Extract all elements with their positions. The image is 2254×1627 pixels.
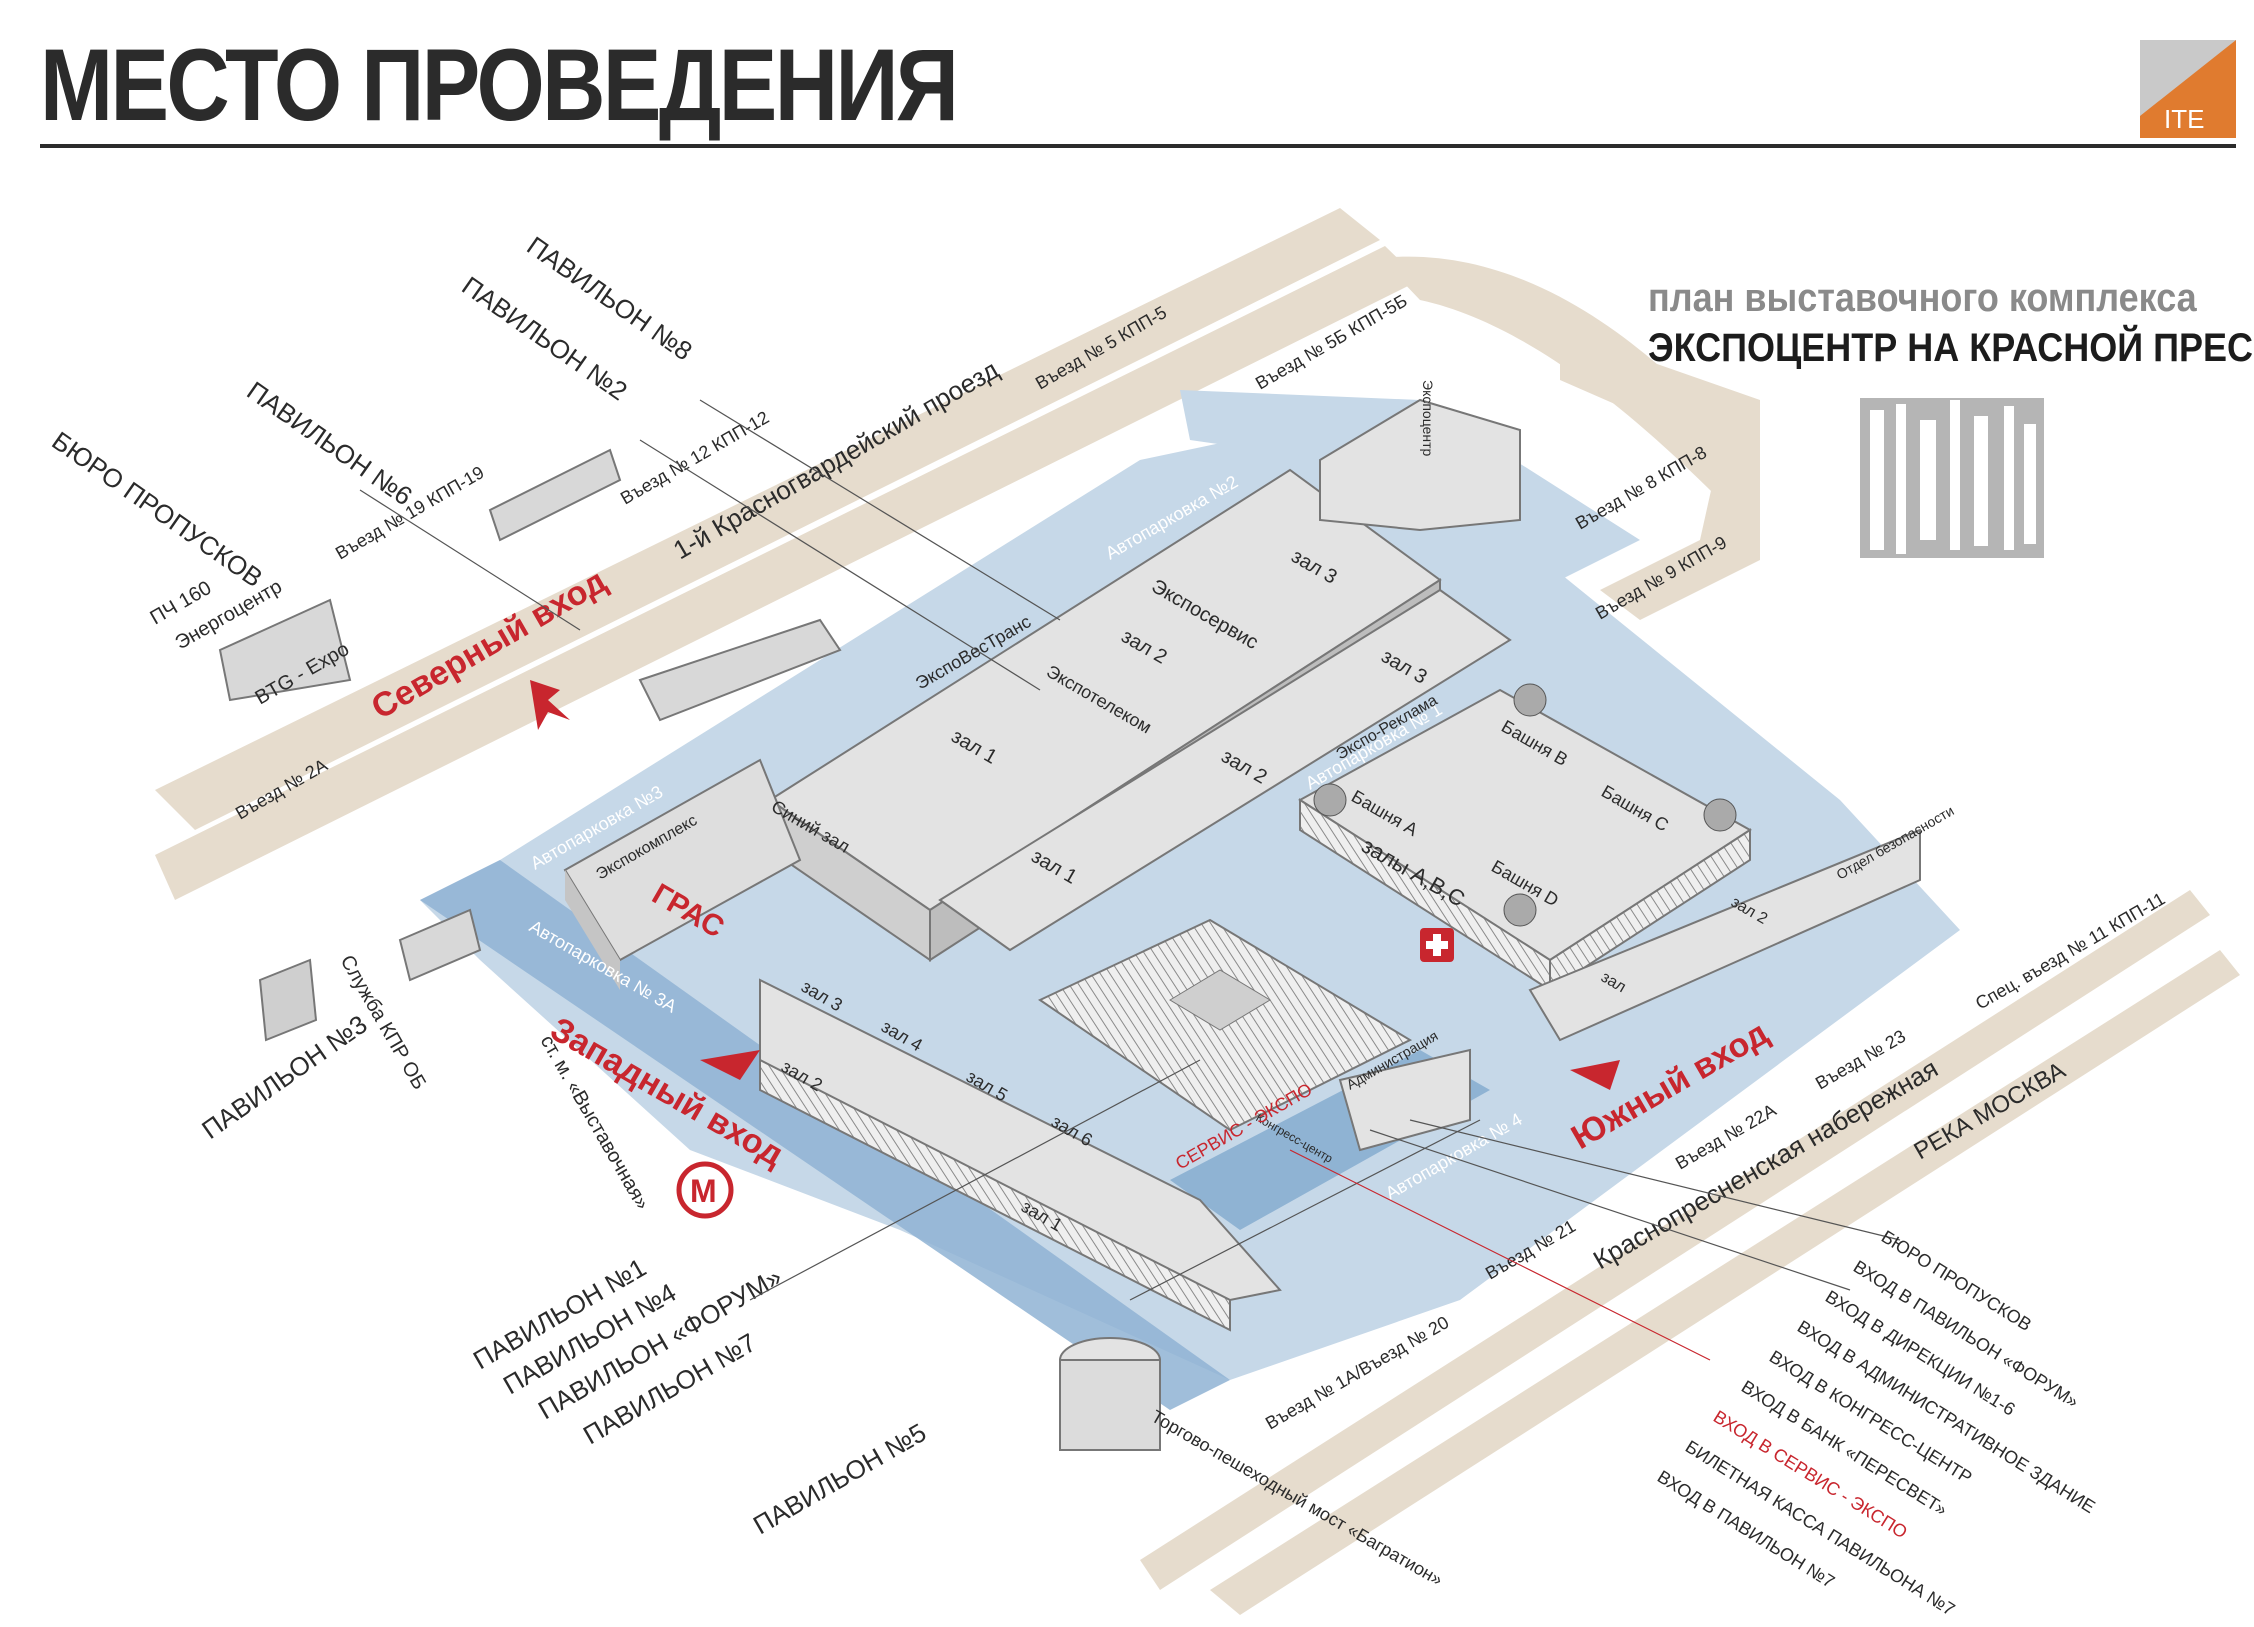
south-entrance-arrow-icon — [1570, 1060, 1620, 1090]
entrance-legend-item: БИЛЕТНАЯ КАССА ПАВИЛЬОНА №7 — [1682, 1436, 1959, 1619]
red-cross-icon — [1420, 928, 1454, 962]
title-divider — [40, 144, 2236, 148]
ite-logo-icon: ITE — [2140, 40, 2236, 138]
page-title: МЕСТО ПРОВЕДЕНИЯ — [40, 28, 959, 142]
buildings — [218, 398, 1921, 1451]
west-entrance-arrow-icon — [700, 1050, 760, 1080]
gate-8: Въезд № 8 КПП-8 — [1572, 442, 1710, 533]
skyline-decoration — [1860, 398, 2044, 558]
company-label: Экспоцентр — [1420, 380, 1436, 457]
logo-text: ITE — [2164, 104, 2204, 134]
pavilion-label: ПАВИЛЬОН №6 — [242, 375, 418, 511]
plan-caption-venue: ЭКСПОЦЕНТР НА КРАСНОЙ ПРЕСНЕ — [1648, 326, 2254, 370]
north-entrance-arrow-icon — [530, 680, 570, 730]
entrance-arrows — [530, 680, 1620, 1090]
pavilion-label: ПАВИЛЬОН №5 — [748, 1417, 931, 1540]
metro-m-icon: M — [676, 1161, 734, 1219]
leader-lines — [359, 399, 1901, 1361]
plan-caption-subtitle: план выставочного комплекса — [1648, 276, 2197, 320]
bureau-label: БЮРО ПРОПУСКОВ — [47, 425, 269, 593]
grounds — [420, 390, 1960, 1410]
svg-text:M: M — [690, 1173, 717, 1209]
